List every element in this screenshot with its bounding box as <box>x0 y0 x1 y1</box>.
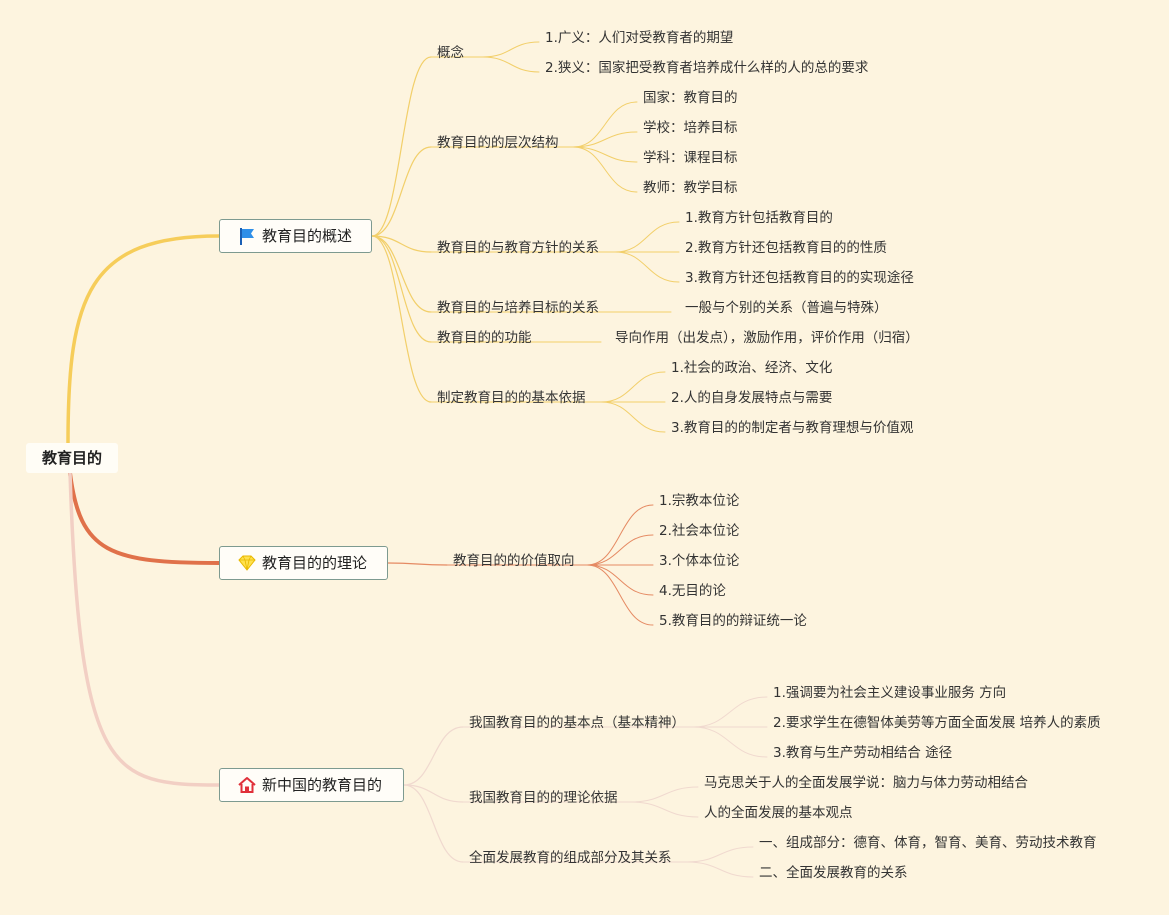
leaf-0-5-0-line <box>600 371 666 403</box>
branch-0-to-sub-0-line <box>371 56 432 237</box>
leaf-2-1-1[interactable]: 人的全面发展的基本观点 <box>704 805 853 821</box>
leaf-0-1-2-line <box>572 146 638 163</box>
leaf-1-0-0[interactable]: 1.宗教本位论 <box>659 493 740 509</box>
sub-0-5-node[interactable]: 制定教育目的的基本依据 <box>437 390 586 406</box>
sub-2-1-node[interactable]: 我国教育目的的理论依据 <box>469 790 618 806</box>
root-node[interactable]: 教育目的 <box>26 443 118 473</box>
sub-1-0-node[interactable]: 教育目的的价值取向 <box>453 553 575 569</box>
branch-1-title: 教育目的的理论 <box>262 553 368 572</box>
leaf-0-4-0[interactable]: 导向作用（出发点），激励作用，评价作用（归宿） <box>615 330 919 346</box>
leaf-0-1-1[interactable]: 学校：培养目标 <box>643 120 738 136</box>
branch-0-to-sub-1-line <box>371 146 432 237</box>
leaf-0-0-0[interactable]: 1.广义：人们对受教育者的期望 <box>545 30 734 46</box>
leaf-0-5-2-line <box>600 401 666 433</box>
leaf-2-0-2[interactable]: 3.教育与生产劳动相结合 途径 <box>773 745 953 761</box>
root-to-branch-2-line <box>68 471 221 787</box>
leaf-2-1-1-line <box>630 801 699 818</box>
branch-2-node[interactable]: 新中国的教育目的 <box>219 768 404 802</box>
branch-2-title: 新中国的教育目的 <box>262 775 383 794</box>
branch-0-title: 教育目的概述 <box>262 226 353 245</box>
leaf-1-0-4-line <box>586 564 654 626</box>
leaf-0-3-0[interactable]: 一般与个别的关系（普遍与特殊） <box>685 300 888 316</box>
branch-0-to-sub-3-line <box>371 235 432 313</box>
leaf-0-1-1-line <box>572 131 638 148</box>
leaf-0-5-1[interactable]: 2.人的自身发展特点与需要 <box>671 390 833 406</box>
branch-2-to-sub-0-line <box>403 726 464 786</box>
house-icon <box>236 774 258 796</box>
branch-1-node[interactable]: 教育目的的理论 <box>219 546 388 580</box>
leaf-1-0-4[interactable]: 5.教育目的的辩证统一论 <box>659 613 807 629</box>
root-to-branch-0-line <box>66 234 221 445</box>
leaf-2-1-0[interactable]: 马克思关于人的全面发展学说：脑力与体力劳动相结合 <box>704 775 1028 791</box>
leaf-0-1-2[interactable]: 学科：课程目标 <box>643 150 738 166</box>
leaf-0-0-1[interactable]: 2.狭义：国家把受教育者培养成什么样的人的总的要求 <box>545 60 869 76</box>
leaf-2-2-1-line <box>686 861 754 878</box>
leaf-1-0-0-line <box>586 504 654 566</box>
root-to-branch-1-line <box>68 471 221 565</box>
leaf-0-2-2[interactable]: 3.教育方针还包括教育目的的实现途径 <box>685 270 914 286</box>
branch-0-to-sub-4-line <box>371 235 432 343</box>
leaf-2-0-0-line <box>692 696 768 728</box>
leaf-2-0-0[interactable]: 1.强调要为社会主义建设事业服务 方向 <box>773 685 1007 701</box>
sub-0-3-node[interactable]: 教育目的与培养目标的关系 <box>437 300 599 316</box>
leaf-2-1-0-line <box>630 786 699 803</box>
sub-0-0-node[interactable]: 概念 <box>437 45 464 61</box>
leaf-0-2-1[interactable]: 2.教育方针还包括教育目的的性质 <box>685 240 887 256</box>
leaf-1-0-1[interactable]: 2.社会本位论 <box>659 523 740 539</box>
branch-2-to-sub-1-line <box>403 784 464 803</box>
branch-2-to-sub-2-line <box>403 784 464 863</box>
leaf-0-0-0-line <box>482 41 540 58</box>
leaf-0-2-0[interactable]: 1.教育方针包括教育目的 <box>685 210 833 226</box>
leaf-0-5-0[interactable]: 1.社会的政治、经济、文化 <box>671 360 833 376</box>
leaf-0-2-2-line <box>614 251 680 283</box>
sub-0-4-node[interactable]: 教育目的的功能 <box>437 330 532 346</box>
leaf-0-1-0[interactable]: 国家：教育目的 <box>643 90 738 106</box>
leaf-2-0-2-line <box>692 726 768 758</box>
leaf-2-2-0[interactable]: 一、组成部分：德育、体育，智育、美育、劳动技术教育 <box>759 835 1097 851</box>
leaf-1-0-3[interactable]: 4.无目的论 <box>659 583 726 599</box>
blue-flag-icon <box>236 225 258 247</box>
leaf-0-2-0-line <box>614 221 680 253</box>
leaf-0-0-1-line <box>482 56 540 73</box>
sub-2-2-node[interactable]: 全面发展教育的组成部分及其关系 <box>469 850 672 866</box>
branch-0-to-sub-5-line <box>371 235 432 403</box>
diamond-icon <box>236 552 258 574</box>
leaf-1-0-3-line <box>586 564 654 596</box>
leaf-2-2-1[interactable]: 二、全面发展教育的关系 <box>759 865 908 881</box>
branch-1-to-sub-0-line <box>387 562 448 566</box>
branch-0-to-sub-2-line <box>371 235 432 253</box>
branch-0-node[interactable]: 教育目的概述 <box>219 219 372 253</box>
sub-0-2-node[interactable]: 教育目的与教育方针的关系 <box>437 240 599 256</box>
leaf-0-1-3-line <box>572 146 638 193</box>
leaf-1-0-1-line <box>586 534 654 566</box>
leaf-0-1-3[interactable]: 教师：教学目标 <box>643 180 738 196</box>
leaf-0-1-0-line <box>572 101 638 148</box>
leaf-2-2-0-line <box>686 846 754 863</box>
sub-0-1-node[interactable]: 教育目的的层次结构 <box>437 135 559 151</box>
sub-2-0-node[interactable]: 我国教育目的的基本点（基本精神） <box>469 715 685 731</box>
leaf-1-0-2[interactable]: 3.个体本位论 <box>659 553 740 569</box>
leaf-0-5-2[interactable]: 3.教育目的的制定者与教育理想与价值观 <box>671 420 914 436</box>
leaf-2-0-1[interactable]: 2.要求学生在德智体美劳等方面全面发展 培养人的素质 <box>773 715 1101 731</box>
